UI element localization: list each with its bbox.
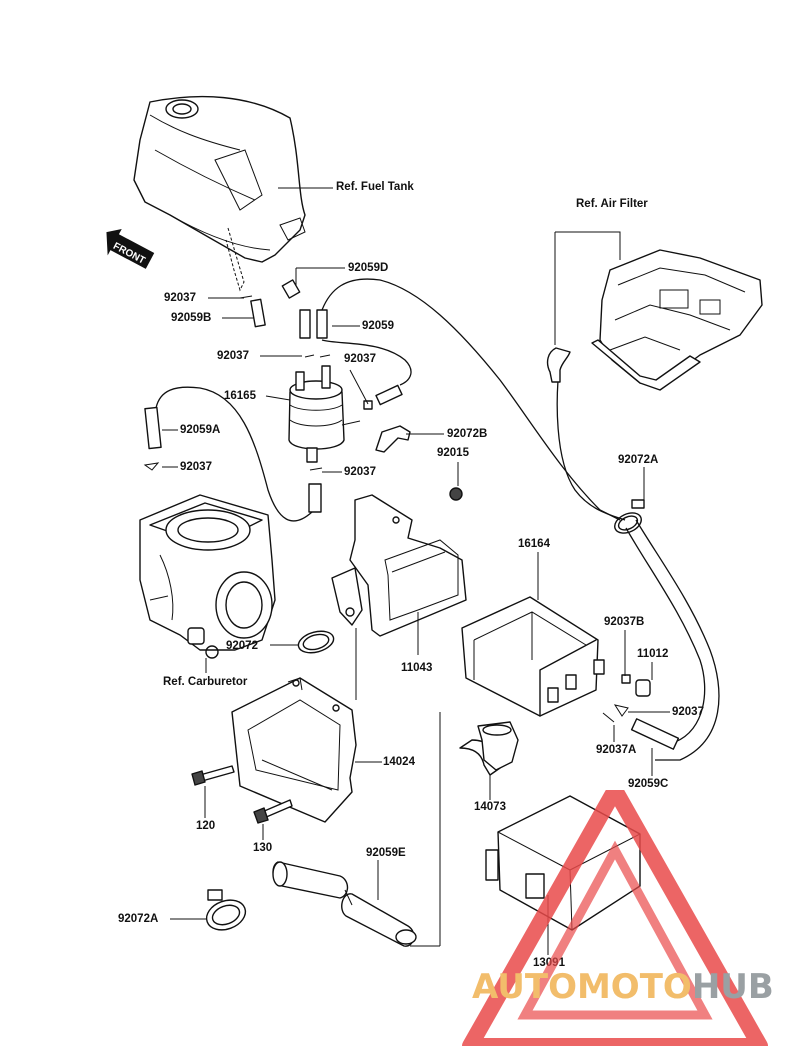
tubes-92059e-drawing bbox=[272, 861, 417, 947]
part-label-92072A: 92072A bbox=[118, 913, 159, 925]
cover-14024-drawing bbox=[231, 677, 357, 823]
part-label-92059D: 92059D bbox=[348, 262, 389, 274]
part-label-14073: 14073 bbox=[474, 801, 506, 813]
fuel-filter-drawing bbox=[288, 365, 361, 463]
part-label-130: 130 bbox=[253, 842, 273, 854]
watermark-brand-text: AUTOMOTOHUB bbox=[472, 967, 774, 1007]
part-label-92059B: 92059B bbox=[171, 312, 212, 324]
part-label-120: 120 bbox=[196, 820, 216, 832]
part-label-92037: 92037 bbox=[672, 706, 704, 718]
front-direction-arrow: FRONT bbox=[106, 228, 155, 269]
bolts-drawing bbox=[191, 765, 293, 824]
fuel-tank-drawing bbox=[133, 95, 306, 292]
watermark-triangle-logo bbox=[462, 790, 768, 1046]
part-label-92059E: 92059E bbox=[366, 847, 406, 859]
part-label-92037: 92037 bbox=[217, 350, 249, 362]
part-label-92037: 92037 bbox=[344, 466, 376, 478]
hose-lines bbox=[155, 231, 720, 761]
clamps-drawing bbox=[205, 425, 645, 931]
leader-lines bbox=[162, 187, 670, 955]
part-label-92072A: 92072A bbox=[618, 454, 659, 466]
ref-fuel-tank-label: Ref. Fuel Tank bbox=[336, 181, 414, 193]
ref-air-filter-label: Ref. Air Filter bbox=[576, 198, 648, 210]
part-label-11043: 11043 bbox=[401, 662, 433, 674]
canister-drawing bbox=[461, 596, 680, 750]
part-label-92015: 92015 bbox=[437, 447, 469, 459]
part-label-92072: 92072 bbox=[226, 640, 258, 652]
part-label-92072B: 92072B bbox=[447, 428, 488, 440]
part-label-92037: 92037 bbox=[344, 353, 376, 365]
part-label-14024: 14024 bbox=[383, 756, 415, 768]
small-hoses-drawing bbox=[143, 279, 403, 513]
ref-carburetor-label: Ref. Carburetor bbox=[163, 676, 248, 688]
carburetor-drawing bbox=[139, 494, 276, 659]
part-label-16164: 16164 bbox=[518, 538, 550, 550]
part-label-11012: 11012 bbox=[637, 648, 669, 660]
part-label-92037: 92037 bbox=[164, 292, 196, 304]
elbow-14073-drawing bbox=[459, 721, 519, 776]
watermark-brand-part1: AUTOMOTO bbox=[472, 967, 692, 1007]
part-label-92037B: 92037B bbox=[604, 616, 645, 628]
part-label-92037A: 92037A bbox=[596, 744, 637, 756]
air-filter-drawing bbox=[591, 249, 763, 391]
watermark-brand-part2: HUB bbox=[691, 967, 774, 1007]
part-label-92037: 92037 bbox=[180, 461, 212, 473]
bracket-11043-drawing bbox=[331, 494, 467, 637]
part-label-92059: 92059 bbox=[362, 320, 394, 332]
part-label-92059C: 92059C bbox=[628, 778, 669, 790]
part-label-92059A: 92059A bbox=[180, 424, 221, 436]
part-label-16165: 16165 bbox=[224, 390, 256, 402]
